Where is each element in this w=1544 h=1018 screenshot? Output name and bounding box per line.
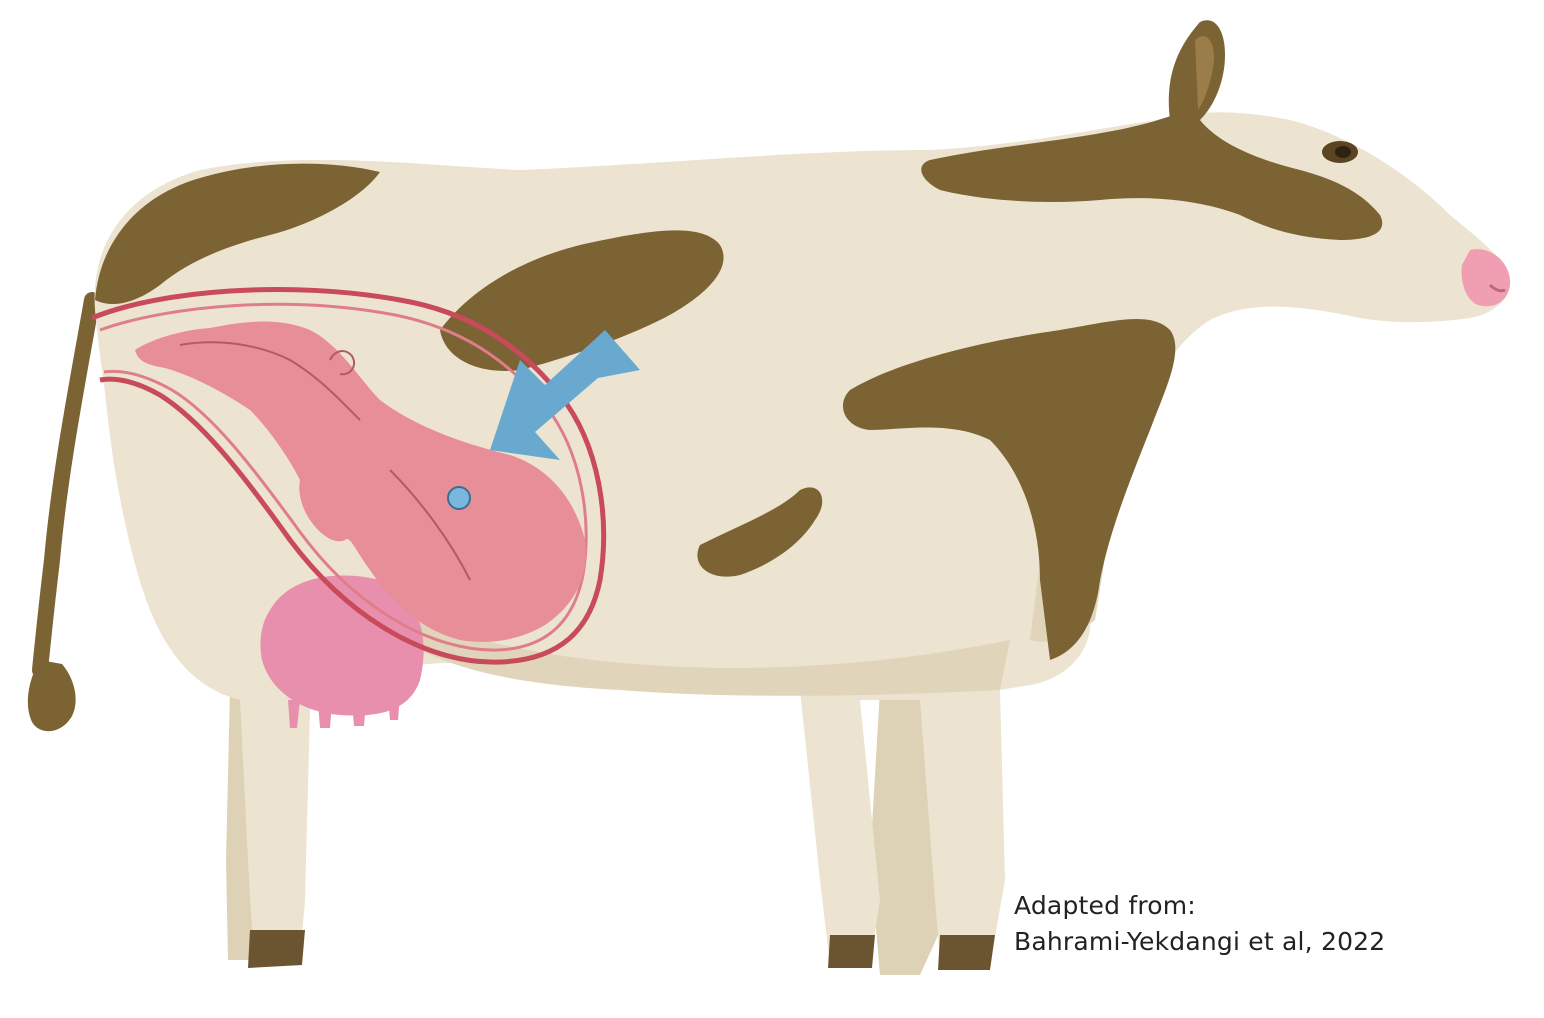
credit-line-1: Adapted from:: [1014, 888, 1385, 924]
cow-body: [95, 112, 1511, 965]
cow-tail: [28, 300, 92, 731]
credit-line-2: Bahrami-Yekdangi et al, 2022: [1014, 924, 1385, 960]
image-credit: Adapted from: Bahrami-Yekdangi et al, 20…: [1014, 888, 1385, 960]
circle-marker-icon: [448, 487, 470, 509]
